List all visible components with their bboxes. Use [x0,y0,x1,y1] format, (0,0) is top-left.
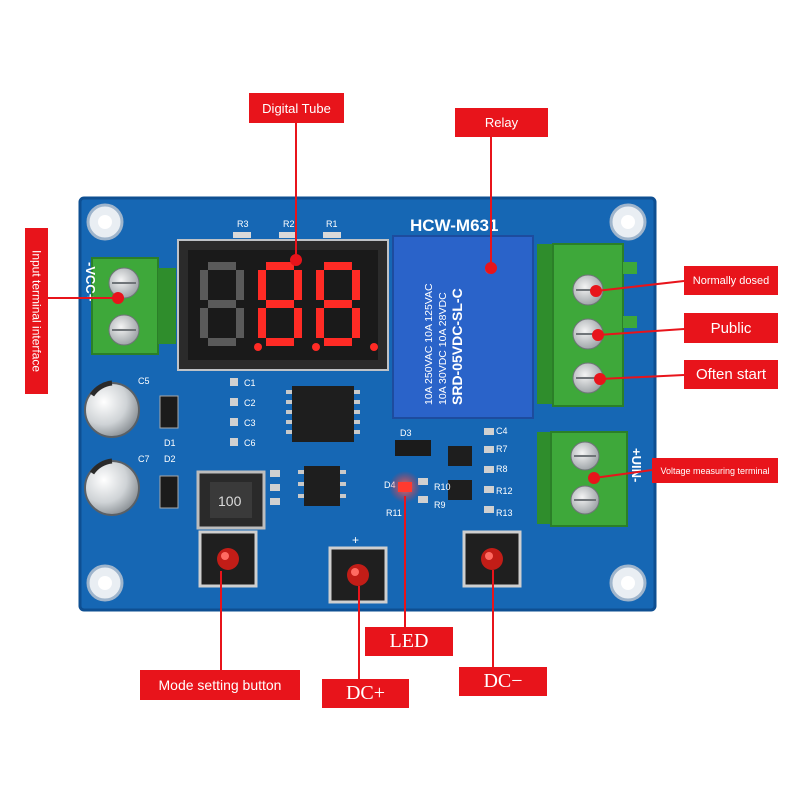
callout-dc-minus: DC− [459,667,547,696]
component-label: D3 [400,428,412,438]
callout-often-start: Often start [684,360,778,389]
input-terminal-block: -VCC+ [83,257,176,355]
board-model-label: HCW-M631 [410,216,498,235]
callout-dc-plus: DC+ [322,679,409,708]
digit-segment [294,270,302,300]
digit-segment [208,338,236,346]
digit-segment [352,308,360,338]
digit-segment [324,262,352,270]
electrolytic-capacitors [84,380,140,516]
resistor-label: R2 [283,219,295,229]
digit-segment [200,308,208,338]
digit-segment [236,308,244,338]
relay-rating-text: 10A 250VAC 10A 125VAC [423,283,435,405]
mounting-holes [86,203,647,602]
component-label: C1 [244,378,256,388]
uin-marking: +UIN- [629,448,644,482]
digit-segment [236,270,244,300]
secondary-ic [298,466,346,506]
digit-segment [352,270,360,300]
digit-segment [208,300,236,308]
component-label: R7 [496,444,508,454]
callout-public: Public [684,313,778,343]
diode [159,395,179,429]
component-label: C2 [244,398,256,408]
vcc-marking: -VCC+ [83,262,98,302]
digit-segment [266,300,294,308]
callout-digital-tube: Digital Tube [249,93,344,123]
digit-segment [324,300,352,308]
digit-segment [266,338,294,346]
component-label: C6 [244,438,256,448]
display-resistors: R3 R2 R1 [233,219,341,238]
digit-segment [258,308,266,338]
digit-segment [316,308,324,338]
callout-voltage-measuring-terminal: Voltage measuring terminal [652,458,778,483]
silkscreen-labels: C1C2C3C6C5C7D1D2D3D4C4R7R8R9R10R11R12R13 [138,376,513,518]
digit-segment [316,270,324,300]
svg-text:+: + [352,533,359,547]
digit-segment [258,270,266,300]
diode [159,475,179,509]
component-label: D2 [164,454,176,464]
resistor-label: R1 [326,219,338,229]
component-label: R12 [496,486,513,496]
diode [395,440,431,456]
component-label: C4 [496,426,508,436]
inductor-value: 100 [218,493,242,509]
relay-component: 10A 250VAC 10A 125VAC 10A 30VDC 10A 28VD… [392,235,534,419]
component-label: R9 [434,500,446,510]
relay-rating-text: 10A 30VDC 10A 28VDC [437,292,449,405]
callout-input-terminal-interface: Input terminal interface [25,228,48,394]
component-label: R8 [496,464,508,474]
mode-setting-button[interactable] [198,530,258,588]
digit-segment [266,262,294,270]
component-label: C3 [244,418,256,428]
component-label: R11 [386,508,402,518]
callout-led: LED [365,627,453,656]
digit-segment [294,308,302,338]
digit-segment [208,262,236,270]
component-label: C5 [138,376,150,386]
component-label: R10 [434,482,451,492]
component-label: R13 [496,508,513,518]
relay-output-terminal [537,243,637,407]
inductor: 100 [196,470,266,530]
resistor-label: R3 [237,219,249,229]
digit-segment [200,270,208,300]
status-led [398,482,412,492]
callout-normally-closed: Normally dosed [684,266,778,295]
component-label: C7 [138,454,150,464]
digit-segment [324,338,352,346]
main-ic [286,386,360,442]
callout-leaders [48,123,685,679]
relay-model-text: SRD-05VDC-SL-C [449,288,465,405]
callout-relay: Relay [455,108,548,137]
digital-tube [177,239,389,371]
component-label: D1 [164,438,176,448]
callout-mode-setting-button: Mode setting button [140,670,300,700]
